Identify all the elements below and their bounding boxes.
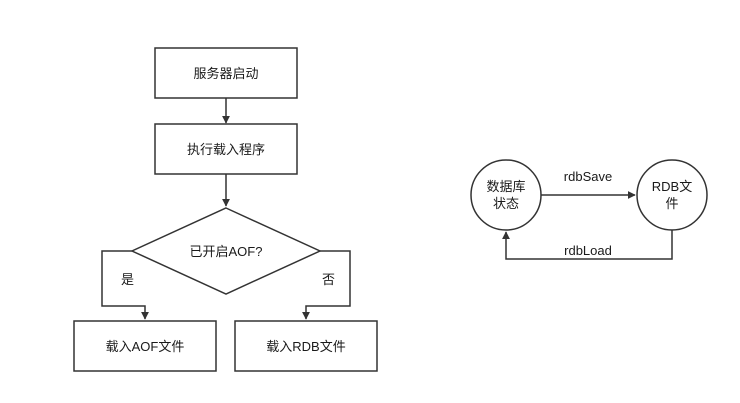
db-state-node <box>470 159 542 231</box>
rdb-file-label-line1: RDB文 <box>652 179 692 194</box>
load-rdb-box-label: 载入RDB文件 <box>266 339 345 354</box>
yes-label: 是 <box>121 272 134 287</box>
decision-diamond <box>130 207 322 295</box>
edge-rdb-load <box>502 230 673 260</box>
load-aof-box <box>73 320 217 372</box>
db-state-label-line1: 数据库 <box>486 179 525 194</box>
start-box <box>154 47 298 99</box>
start-box-label: 服务器启动 <box>193 66 258 81</box>
decision-diamond-label: 已开启AOF? <box>190 244 263 259</box>
edge-no-branch <box>302 250 351 320</box>
rdb-file-label-line2: 件 <box>665 196 678 211</box>
no-label: 否 <box>322 272 335 287</box>
rdb-file-node <box>636 159 708 231</box>
load-program-box <box>154 123 298 175</box>
load-rdb-box <box>234 320 378 372</box>
load-aof-box-label: 载入AOF文件 <box>106 339 185 354</box>
rdb-save-label: rdbSave <box>564 169 612 184</box>
db-state-label-line2: 状态 <box>493 196 519 211</box>
load-program-box-label: 执行载入程序 <box>187 142 265 157</box>
edge-yes-branch <box>101 250 149 320</box>
rdb-load-label: rdbLoad <box>564 243 612 258</box>
state-diagram: 数据库 状态 RDB文 件 rdbSave rdbLoad <box>470 159 708 260</box>
flowchart: 服务器启动 执行载入程序 已开启AOF? 是 否 载入AOF文件 载入RDB文件 <box>73 47 378 372</box>
